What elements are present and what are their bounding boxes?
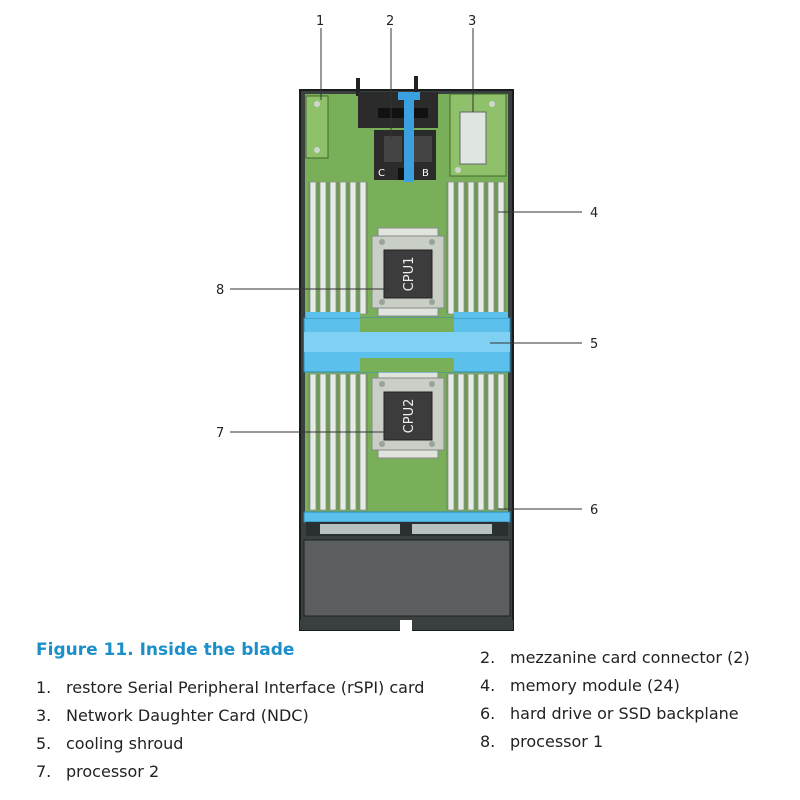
legend-num: 8. [480, 732, 496, 751]
callout-numbers: 1 2 3 4 5 6 7 8 [216, 14, 598, 518]
cpu1-label: CPU1 [402, 257, 417, 292]
callout-4: 4 [590, 206, 598, 221]
legend-text: mezzanine card connector (2) [510, 648, 750, 667]
callout-lines [230, 28, 582, 510]
network-daughter-card [449, 93, 507, 177]
legend-text: Network Daughter Card (NDC) [66, 706, 309, 725]
legend-item: 6. hard drive or SSD backplane [480, 700, 750, 728]
legend-text: hard drive or SSD backplane [510, 704, 739, 723]
memory-module-slot [467, 373, 475, 511]
memory-module-slot [329, 373, 337, 511]
memory-module-slot [359, 373, 367, 511]
memory-module-slot [477, 181, 485, 315]
callout-2: 2 [386, 14, 394, 29]
callout-7: 7 [216, 426, 224, 441]
memory-module-slot [339, 373, 347, 511]
callout-3: 3 [468, 14, 476, 29]
memory-module-slot [447, 181, 455, 315]
connector-b-label: B [422, 168, 429, 179]
memory-modules [308, 181, 506, 511]
legend-item: 8. processor 1 [480, 728, 750, 756]
legend-num: 1. [36, 678, 52, 697]
rspi-card [305, 95, 329, 159]
memory-module-slot [487, 373, 495, 511]
legend-text: restore Serial Peripheral Interface (rSP… [66, 678, 425, 697]
cooling-shroud [303, 312, 511, 373]
dimm-bank [446, 374, 506, 510]
figure-title: Figure 11. Inside the blade [36, 640, 295, 660]
memory-module-slot [319, 181, 327, 315]
memory-module-slot [467, 181, 475, 315]
dimm-bank [308, 374, 368, 510]
legend-item: 7. processor 2 [36, 758, 424, 786]
mezzanine-connectors: C B [356, 76, 438, 182]
legend-right: 2. mezzanine card connector (2) 4. memory … [480, 644, 750, 756]
processor-1: CPU1 [371, 227, 445, 317]
legend-text: processor 1 [510, 732, 604, 751]
connector-c-label: C [378, 168, 385, 179]
legend-item: 4. memory module (24) [480, 672, 750, 700]
memory-module-slot [319, 373, 327, 511]
callout-8: 8 [216, 283, 224, 298]
legend-item: 1. restore Serial Peripheral Interface (r… [36, 674, 424, 702]
legend-num: 5. [36, 734, 52, 753]
memory-module-slot [497, 373, 505, 511]
legend-text: cooling shroud [66, 734, 184, 753]
legend-num: 4. [480, 676, 496, 695]
memory-module-slot [309, 373, 317, 511]
legend-num: 2. [480, 648, 496, 667]
legend-item: 5. cooling shroud [36, 730, 424, 758]
legend-item: 2. mezzanine card connector (2) [480, 644, 750, 672]
legend-text: processor 2 [66, 762, 160, 781]
dimm-bank [308, 182, 368, 314]
memory-module-slot [359, 181, 367, 315]
memory-module-slot [447, 373, 455, 511]
legend-num: 6. [480, 704, 496, 723]
callout-6: 6 [590, 503, 598, 518]
legend-item: 3. Network Daughter Card (NDC) [36, 702, 424, 730]
memory-module-slot [349, 373, 357, 511]
drive-backplane [300, 511, 513, 632]
memory-module-slot [457, 181, 465, 315]
legend-num: 3. [36, 706, 52, 725]
processor-2: CPU2 [371, 369, 445, 459]
dimm-bank [446, 182, 506, 314]
blade-diagram: C B CPU1 CPU2 [216, 14, 598, 632]
legend-text: memory module (24) [510, 676, 680, 695]
memory-module-slot [457, 373, 465, 511]
memory-module-slot [487, 181, 495, 315]
memory-module-slot [349, 181, 357, 315]
memory-module-slot [329, 181, 337, 315]
memory-module-slot [497, 181, 505, 315]
legend-num: 7. [36, 762, 52, 781]
memory-module-slot [477, 373, 485, 511]
memory-module-slot [339, 181, 347, 315]
callout-5: 5 [590, 337, 598, 352]
callout-1: 1 [316, 14, 324, 29]
memory-module-slot [309, 181, 317, 315]
cpu2-label: CPU2 [402, 399, 417, 434]
legend-left: 1. restore Serial Peripheral Interface (r… [36, 674, 424, 786]
